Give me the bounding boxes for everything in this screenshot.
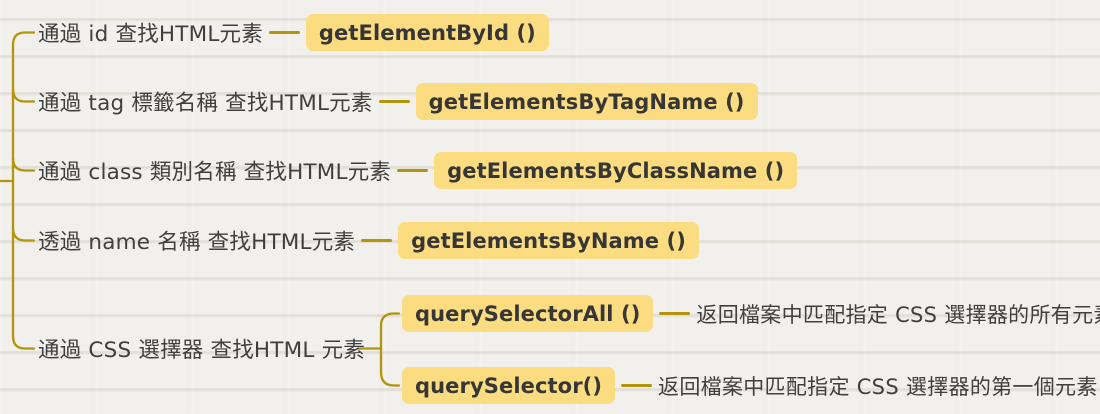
connector-dash [621, 384, 653, 387]
trunk-bracket [11, 31, 36, 350]
child-row-queryselector: querySelector() 返回檔案中匹配指定 CSS 選擇器的第一個元素 [402, 367, 1098, 404]
method-description-queryselectorall: 返回檔案中匹配指定 CSS 選擇器的所有元素 [696, 302, 1100, 327]
connector-dash [659, 312, 691, 315]
method-node-getelementsbyclassname[interactable]: getElementsByClassName () [434, 152, 798, 189]
method-node-getelementsbytagname[interactable]: getElementsByTagName () [415, 83, 758, 120]
branch-label-tag[interactable]: 通過 tag 標籤名稱 查找HTML元素 [38, 91, 373, 116]
branch-label-name[interactable]: 透過 name 名稱 查找HTML元素 [38, 230, 356, 255]
branch-curve-name [11, 226, 36, 242]
branch-label-id[interactable]: 通過 id 查找HTML元素 [38, 22, 263, 47]
method-node-getelementsbyname[interactable]: getElementsByName () [398, 222, 699, 259]
method-node-getelementbyid[interactable]: getElementById () [305, 14, 549, 51]
branch-row-class: 通過 class 類別名稱 查找HTML元素 getElementsByClas… [38, 152, 798, 189]
branch-row-css-selector: 通過 CSS 選擇器 查找HTML 元素 [38, 330, 365, 367]
branch-row-name: 透過 name 名稱 查找HTML元素 getElementsByName () [38, 222, 699, 259]
branch-label-class[interactable]: 通過 class 類別名稱 查找HTML元素 [38, 160, 392, 185]
branch-curve-tag [11, 87, 36, 103]
connector-dash [361, 239, 393, 242]
branch-label-css-selector[interactable]: 通過 CSS 選擇器 查找HTML 元素 [38, 338, 365, 363]
child-row-queryselectorall: querySelectorAll () 返回檔案中匹配指定 CSS 選擇器的所有… [402, 295, 1100, 332]
css-fork-bracket [379, 312, 401, 387]
connector-dash [268, 31, 300, 34]
connector-dash [378, 100, 410, 103]
method-node-queryselectorall[interactable]: querySelectorAll () [402, 295, 654, 332]
connector-dash [397, 169, 429, 172]
method-description-queryselector: 返回檔案中匹配指定 CSS 選擇器的第一個元素 [658, 374, 1098, 399]
branch-row-id: 通過 id 查找HTML元素 getElementById () [38, 14, 549, 51]
branch-row-tag: 通過 tag 標籤名稱 查找HTML元素 getElementsByTagNam… [38, 83, 758, 120]
method-node-queryselector[interactable]: querySelector() [402, 367, 616, 404]
branch-curve-class [11, 156, 36, 172]
